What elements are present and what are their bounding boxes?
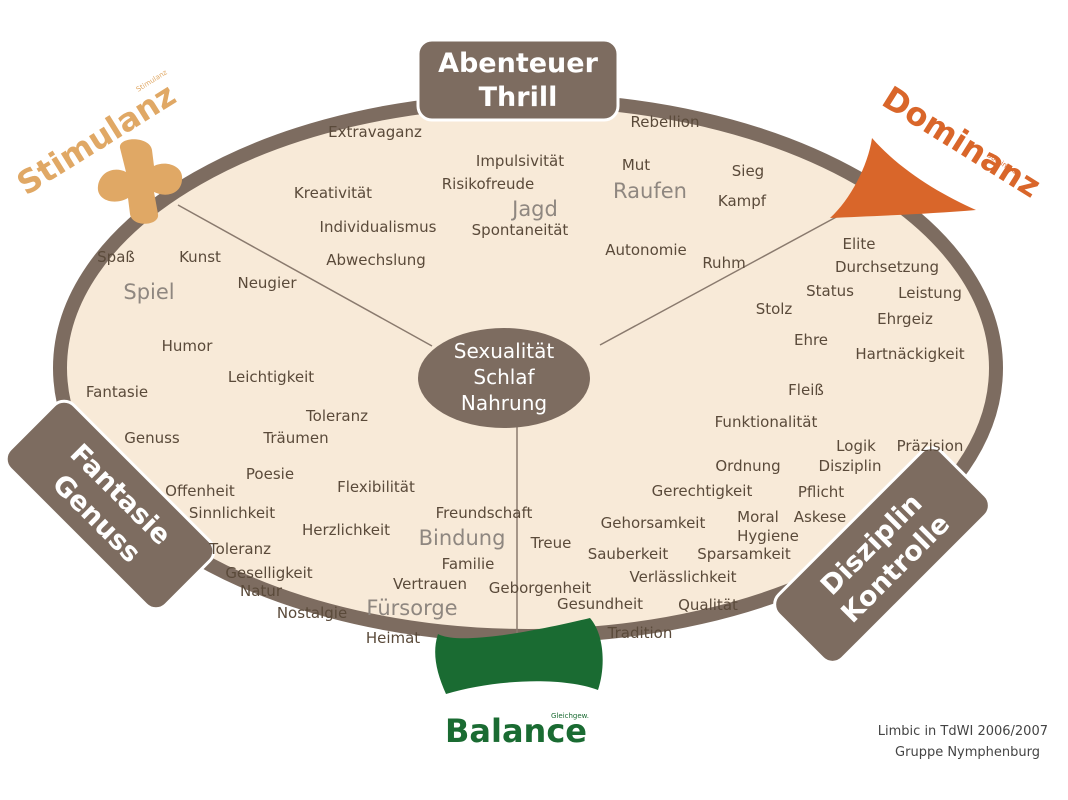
center-label-3: Nahrung bbox=[461, 391, 547, 415]
word-item: Sparsamkeit bbox=[697, 545, 791, 563]
word-item: Mut bbox=[622, 156, 650, 174]
word-item: Verlässlichkeit bbox=[630, 568, 737, 586]
word-item: Freundschaft bbox=[436, 504, 533, 522]
word-item: Gehorsamkeit bbox=[601, 514, 706, 532]
word-item: Geborgenheit bbox=[489, 579, 592, 597]
spoke-stimulanz bbox=[177, 204, 433, 347]
word-item: Individualismus bbox=[320, 218, 437, 236]
cross-shape-icon bbox=[97, 139, 183, 224]
word-item: Ordnung bbox=[715, 457, 780, 475]
word-item: Toleranz bbox=[208, 540, 271, 558]
word-item: Kunst bbox=[179, 248, 221, 266]
word-item: Herzlichkeit bbox=[302, 521, 390, 539]
word-item: Sinnlichkeit bbox=[189, 504, 275, 522]
word-item: Leistung bbox=[898, 284, 962, 302]
center-label-1: Sexualität bbox=[454, 339, 555, 363]
word-item: Qualität bbox=[678, 596, 738, 614]
dominanz-brand: Dominanz Dominanz bbox=[830, 79, 1047, 218]
word-item: Risikofreude bbox=[442, 175, 535, 193]
word-item: Leichtigkeit bbox=[228, 368, 314, 386]
word-item: Status bbox=[806, 282, 854, 300]
pill-fantasie-genuss: Fantasie Genuss bbox=[4, 399, 216, 611]
balance-label: Balance bbox=[445, 712, 587, 750]
word-item: Rebellion bbox=[631, 113, 700, 131]
word-item: Kreativität bbox=[294, 184, 372, 202]
word-item: Ehrgeiz bbox=[877, 310, 933, 328]
word-item: Impulsivität bbox=[476, 152, 564, 170]
word-item: Genuss bbox=[124, 429, 180, 447]
word-item: Logik bbox=[836, 437, 876, 455]
word-item: Durchsetzung bbox=[835, 258, 939, 276]
word-item: Funktionalität bbox=[715, 413, 818, 431]
word-item: Toleranz bbox=[305, 407, 368, 425]
word-item: Askese bbox=[794, 508, 847, 526]
word-item: Kampf bbox=[718, 192, 767, 210]
word-item: Hartnäckigkeit bbox=[855, 345, 964, 363]
word-item: Nostalgie bbox=[277, 604, 347, 622]
word-item: Offenheit bbox=[165, 482, 235, 500]
word-item: Treue bbox=[530, 534, 572, 552]
word-item: Abwechslung bbox=[326, 251, 426, 269]
word-item: Elite bbox=[843, 235, 876, 253]
word-item: Autonomie bbox=[605, 241, 687, 259]
word-item: Vertrauen bbox=[393, 575, 467, 593]
word-item: Hygiene bbox=[737, 527, 799, 545]
credit-line-2: Gruppe Nymphenburg bbox=[895, 745, 1040, 760]
word-item: Stolz bbox=[756, 300, 793, 318]
triangle-shape-icon bbox=[830, 138, 976, 218]
word-bindung: Bindung bbox=[419, 526, 506, 550]
word-item: Neugier bbox=[237, 274, 297, 292]
center-label-2: Schlaf bbox=[473, 365, 535, 389]
word-item: Träumen bbox=[262, 429, 328, 447]
pillow-shape-icon bbox=[435, 618, 603, 694]
word-item: Spaß bbox=[97, 248, 135, 266]
credit-line-1: Limbic in TdWI 2006/2007 bbox=[878, 724, 1048, 739]
word-item: Gesundheit bbox=[557, 595, 643, 613]
word-item: Fantasie bbox=[86, 383, 148, 401]
word-item: Ehre bbox=[794, 331, 828, 349]
pill-abenteuer-thrill: Abenteuer Thrill bbox=[416, 38, 620, 122]
word-item: Ruhm bbox=[702, 254, 745, 272]
word-item: Heimat bbox=[366, 629, 420, 647]
word-spiel: Spiel bbox=[123, 280, 174, 304]
word-item: Familie bbox=[442, 555, 495, 573]
word-item: Pflicht bbox=[798, 483, 844, 501]
word-item: Sauberkeit bbox=[588, 545, 669, 563]
word-item: Präzision bbox=[897, 437, 964, 455]
word-item: Flexibilität bbox=[337, 478, 415, 496]
word-item: Gerechtigkeit bbox=[652, 482, 753, 500]
word-fuersorge: Fürsorge bbox=[366, 596, 457, 620]
pill-top-line-2: Thrill bbox=[479, 82, 558, 113]
pill-top-line-1: Abenteuer bbox=[438, 48, 599, 79]
balance-sublabel: Gleichgew. bbox=[551, 712, 589, 720]
word-jagd: Jagd bbox=[510, 197, 558, 221]
word-item: Poesie bbox=[246, 465, 294, 483]
word-item: Fleiß bbox=[788, 381, 824, 399]
word-item: Humor bbox=[162, 337, 214, 355]
word-raufen: Raufen bbox=[613, 179, 687, 203]
word-item: Extravaganz bbox=[328, 123, 422, 141]
word-item: Moral bbox=[737, 508, 779, 526]
center-ellipse bbox=[418, 328, 590, 428]
word-item: Geselligkeit bbox=[225, 564, 312, 582]
word-item: Disziplin bbox=[819, 457, 882, 475]
spoke-dominanz bbox=[599, 214, 841, 346]
word-item: Sieg bbox=[732, 162, 764, 180]
word-item: Natur bbox=[240, 582, 283, 600]
word-item: Spontaneität bbox=[472, 221, 569, 239]
word-item: Tradition bbox=[607, 624, 673, 642]
balance-brand: Balance Gleichgew. bbox=[435, 618, 603, 750]
